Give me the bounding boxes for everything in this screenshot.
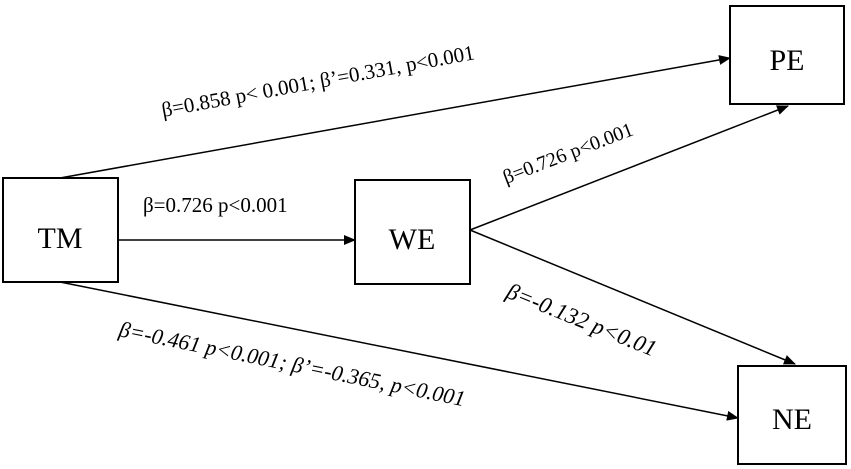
node-tm-label: TM — [38, 222, 83, 255]
node-pe: PE — [729, 5, 845, 105]
edge-we-ne — [469, 229, 796, 365]
edge-label-tm-ne: β=-0.461 p<0.001; β’=-0.365, p<0.001 — [116, 316, 467, 411]
node-ne: NE — [737, 365, 847, 465]
node-we-label: WE — [389, 223, 436, 256]
edge-label-tm-pe: β=0.858 p< 0.001; β’=0.331, p<0.001 — [160, 40, 477, 122]
edge-we-pe — [469, 105, 789, 231]
edge-tm-ne — [59, 281, 739, 421]
node-ne-label: NE — [772, 403, 812, 436]
node-tm: TM — [2, 177, 119, 283]
edge-label-we-pe: β=0.726 p<0.001 — [500, 119, 636, 189]
edge-label-we-ne: β=-0.132 p<0.01 — [502, 278, 660, 361]
edge-tm-pe — [59, 55, 731, 179]
node-we: WE — [354, 179, 471, 285]
node-pe-label: PE — [769, 44, 804, 77]
edge-label-tm-we: β=0.726 p<0.001 — [143, 193, 288, 217]
